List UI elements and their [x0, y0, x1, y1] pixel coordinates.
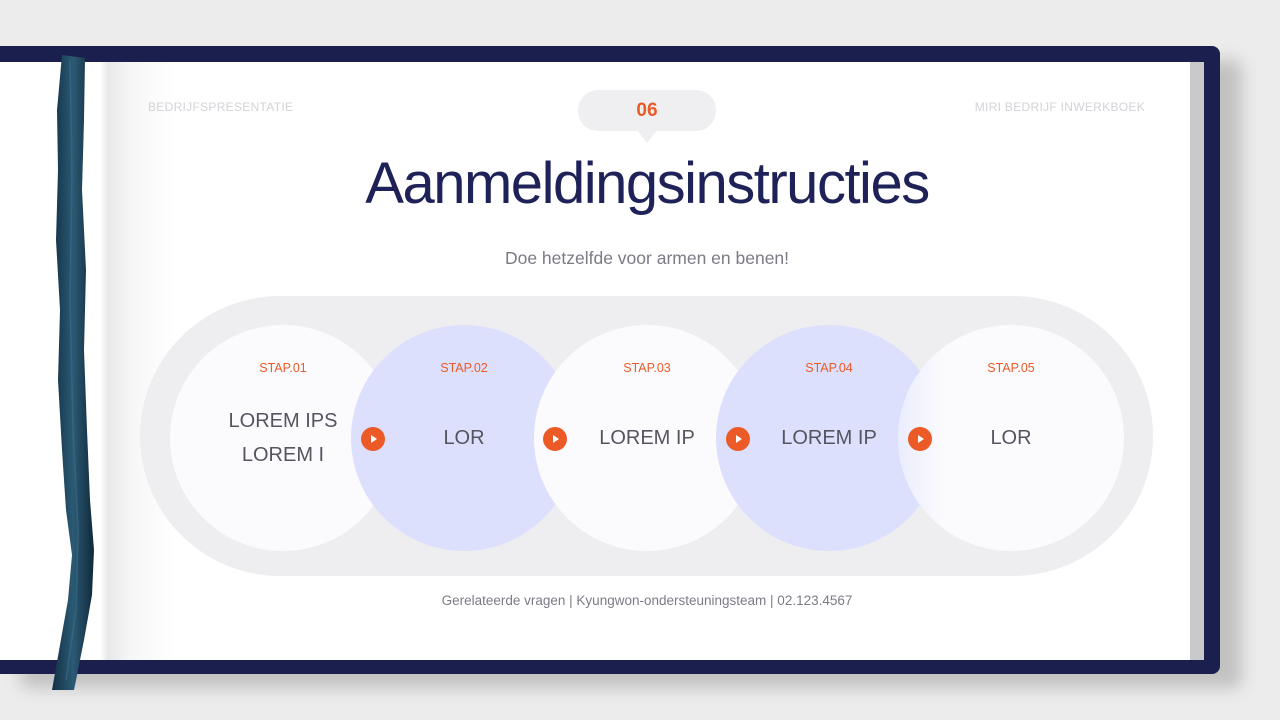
- page-number-badge: 06: [578, 90, 716, 143]
- play-arrow-icon: [726, 427, 750, 451]
- step-text-line: LOREM IP: [599, 427, 695, 449]
- step-text-line: LOREM I: [241, 444, 325, 466]
- play-arrow-icon: [543, 427, 567, 451]
- header-right-text: MIRI BEDRIJF INWERKBOEK: [974, 100, 1145, 114]
- play-arrow-icon: [908, 427, 932, 451]
- step-label: STAP.03: [623, 361, 671, 375]
- step-circle-5: STAP.05 LOR: [898, 325, 1124, 551]
- step-text-line: LOR: [443, 427, 485, 449]
- step-text: LOREM IP: [716, 421, 942, 455]
- page-title: Aanmeldingsinstructies: [365, 151, 930, 216]
- step-label: STAP.05: [987, 361, 1035, 375]
- play-arrow-icon: [361, 427, 385, 451]
- step-text: LOR: [351, 421, 577, 455]
- step-text-line: LOREM IP: [781, 427, 877, 449]
- step-text: LOREM IPS LOREM I: [170, 404, 396, 472]
- step-label: STAP.02: [440, 361, 488, 375]
- step-circle-1: STAP.01 LOREM IPS LOREM I: [170, 325, 396, 551]
- step-label: STAP.01: [259, 361, 307, 375]
- step-text: LOREM IP: [534, 421, 760, 455]
- page-subtitle: Doe hetzelfde voor armen en benen!: [504, 248, 790, 268]
- step-text-line: LOR: [990, 427, 1032, 449]
- step-text: LOR: [898, 421, 1124, 455]
- footer-contact: Gerelateerde vragen | Kyungwon-ondersteu…: [441, 593, 853, 608]
- header-left-text: BEDRIJFSPRESENTATIE: [148, 100, 294, 114]
- step-label: STAP.04: [805, 361, 853, 375]
- bookmark-ribbon-icon: [52, 55, 94, 690]
- step-text-line: LOREM IPS: [228, 410, 338, 432]
